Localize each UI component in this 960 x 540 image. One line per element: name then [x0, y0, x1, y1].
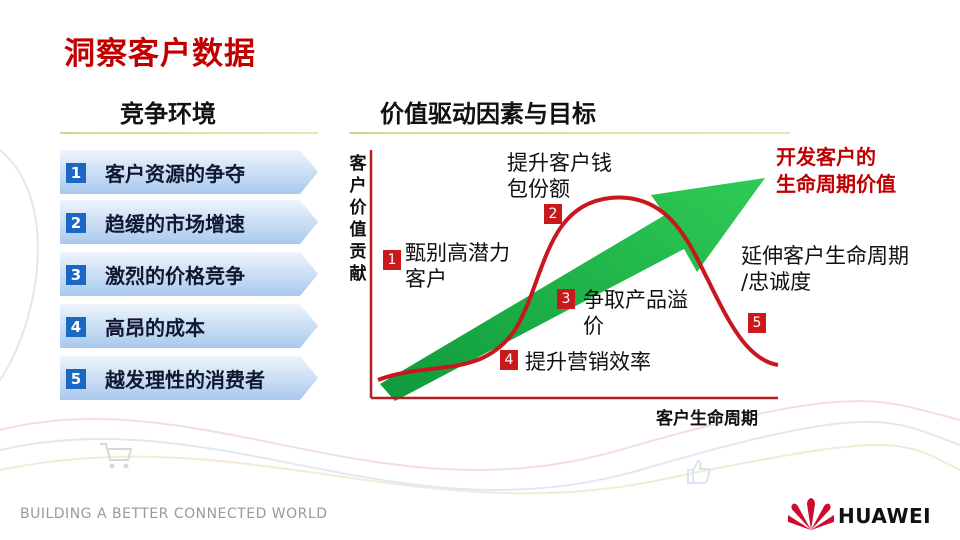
- marker-text-line: 甄别高潜力: [405, 240, 510, 266]
- marker-badge-4: 4: [500, 350, 518, 370]
- footer-slogan: BUILDING A BETTER CONNECTED WORLD: [20, 506, 327, 522]
- marker-text-line: 价: [583, 313, 688, 339]
- marker-text-5: 延伸客户生命周期 /忠诚度: [741, 243, 909, 295]
- x-axis-label: 客户生命周期: [656, 404, 758, 429]
- marker-badge-1: 1: [383, 250, 401, 270]
- marker-badge-5: 5: [748, 313, 766, 333]
- marker-text-line: 提升营销效率: [525, 349, 651, 375]
- target-label-line: 开发客户的: [776, 144, 896, 171]
- marker-text-line: 客户: [405, 266, 510, 292]
- marker-text-line: 提升客户钱: [507, 150, 612, 176]
- marker-text-1: 甄别高潜力 客户: [405, 240, 510, 292]
- marker-text-4: 提升营销效率: [525, 349, 651, 375]
- marker-badge-2: 2: [544, 204, 562, 224]
- target-label-line: 生命周期价值: [776, 171, 896, 198]
- marker-text-2: 提升客户钱 包份额: [507, 150, 612, 202]
- marker-text-line: /忠诚度: [741, 269, 909, 295]
- marker-badge-3: 3: [557, 289, 575, 309]
- marker-text-line: 包份额: [507, 176, 612, 202]
- y-axis-label: 客户价值贡献: [347, 153, 369, 285]
- huawei-logo-icon: [788, 496, 834, 532]
- marker-text-line: 争取产品溢: [583, 287, 688, 313]
- marker-text-3: 争取产品溢 价: [583, 287, 688, 339]
- brand-name: HUAWEI: [838, 504, 931, 528]
- marker-text-line: 延伸客户生命周期: [741, 243, 909, 269]
- target-label: 开发客户的 生命周期价值: [776, 144, 896, 198]
